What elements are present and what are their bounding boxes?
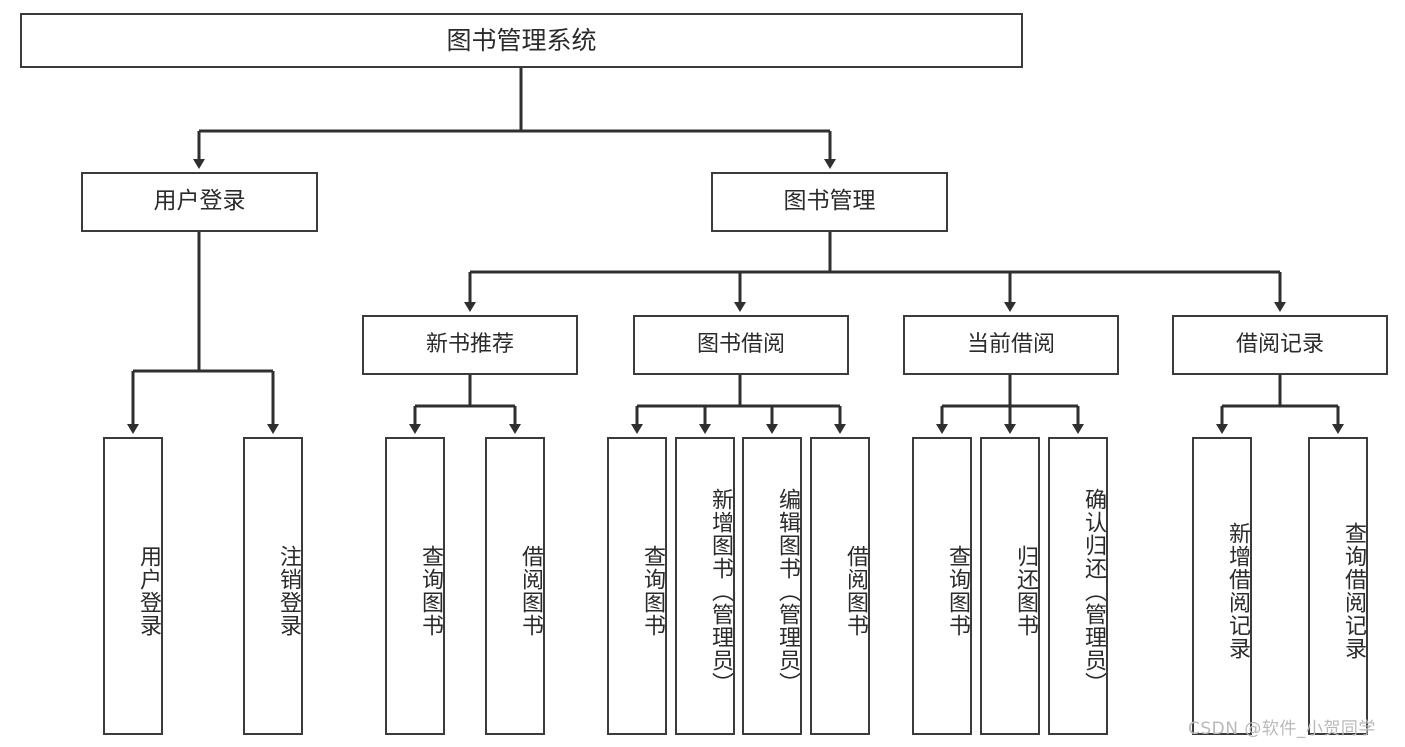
leaf-borrow-add-book[interactable]: 新增图书（管理员） <box>675 437 735 735</box>
leaf-logout-label: 注销登录 <box>276 545 301 637</box>
node-root-label: 图书管理系统 <box>446 25 597 55</box>
leaf-current-query[interactable]: 查询图书 <box>912 437 972 735</box>
node-new-book-recommend-label: 新书推荐 <box>425 332 514 358</box>
leaf-records-query-label: 查询借阅记录 <box>1341 522 1366 660</box>
leaf-current-return-label: 归还图书 <box>1013 545 1038 637</box>
leaf-new-books-query-label: 查询图书 <box>418 545 443 637</box>
node-new-book-recommend[interactable]: 新书推荐 <box>362 315 578 375</box>
leaf-current-confirm-return[interactable]: 确认归还（管理员） <box>1048 437 1108 735</box>
node-user-login[interactable]: 用户登录 <box>81 172 318 232</box>
leaf-new-books-query[interactable]: 查询图书 <box>385 437 445 735</box>
leaf-current-return[interactable]: 归还图书 <box>980 437 1040 735</box>
leaf-borrow-query[interactable]: 查询图书 <box>607 437 667 735</box>
leaf-user-login[interactable]: 用户登录 <box>103 437 163 735</box>
leaf-borrow-query-label: 查询图书 <box>640 545 665 637</box>
node-borrow-records-label: 借阅记录 <box>1235 332 1324 358</box>
leaf-records-query[interactable]: 查询借阅记录 <box>1308 437 1368 735</box>
leaf-new-books-borrow[interactable]: 借阅图书 <box>485 437 545 735</box>
leaf-borrow-edit-book-label: 编辑图书（管理员） <box>775 487 800 695</box>
leaf-new-books-borrow-label: 借阅图书 <box>518 545 543 637</box>
leaf-current-confirm-return-label: 确认归还（管理员） <box>1081 487 1106 695</box>
node-book-borrow[interactable]: 图书借阅 <box>633 315 849 375</box>
node-current-borrow[interactable]: 当前借阅 <box>903 315 1119 375</box>
node-root[interactable]: 图书管理系统 <box>20 13 1023 68</box>
leaf-borrow-borrow-book[interactable]: 借阅图书 <box>810 437 870 735</box>
leaf-borrow-add-book-label: 新增图书（管理员） <box>708 487 733 695</box>
leaf-records-add[interactable]: 新增借阅记录 <box>1192 437 1252 735</box>
leaf-borrow-edit-book[interactable]: 编辑图书（管理员） <box>742 437 802 735</box>
node-book-management-label: 图书管理 <box>783 188 876 215</box>
node-book-borrow-label: 图书借阅 <box>696 332 785 358</box>
node-book-management[interactable]: 图书管理 <box>711 172 948 232</box>
node-current-borrow-label: 当前借阅 <box>966 332 1055 358</box>
leaf-user-login-label: 用户登录 <box>136 545 161 637</box>
node-borrow-records[interactable]: 借阅记录 <box>1172 315 1388 375</box>
leaf-borrow-borrow-book-label: 借阅图书 <box>843 545 868 637</box>
leaf-current-query-label: 查询图书 <box>945 545 970 637</box>
node-user-login-label: 用户登录 <box>153 188 246 215</box>
leaf-logout[interactable]: 注销登录 <box>243 437 303 735</box>
leaf-records-add-label: 新增借阅记录 <box>1225 522 1250 660</box>
